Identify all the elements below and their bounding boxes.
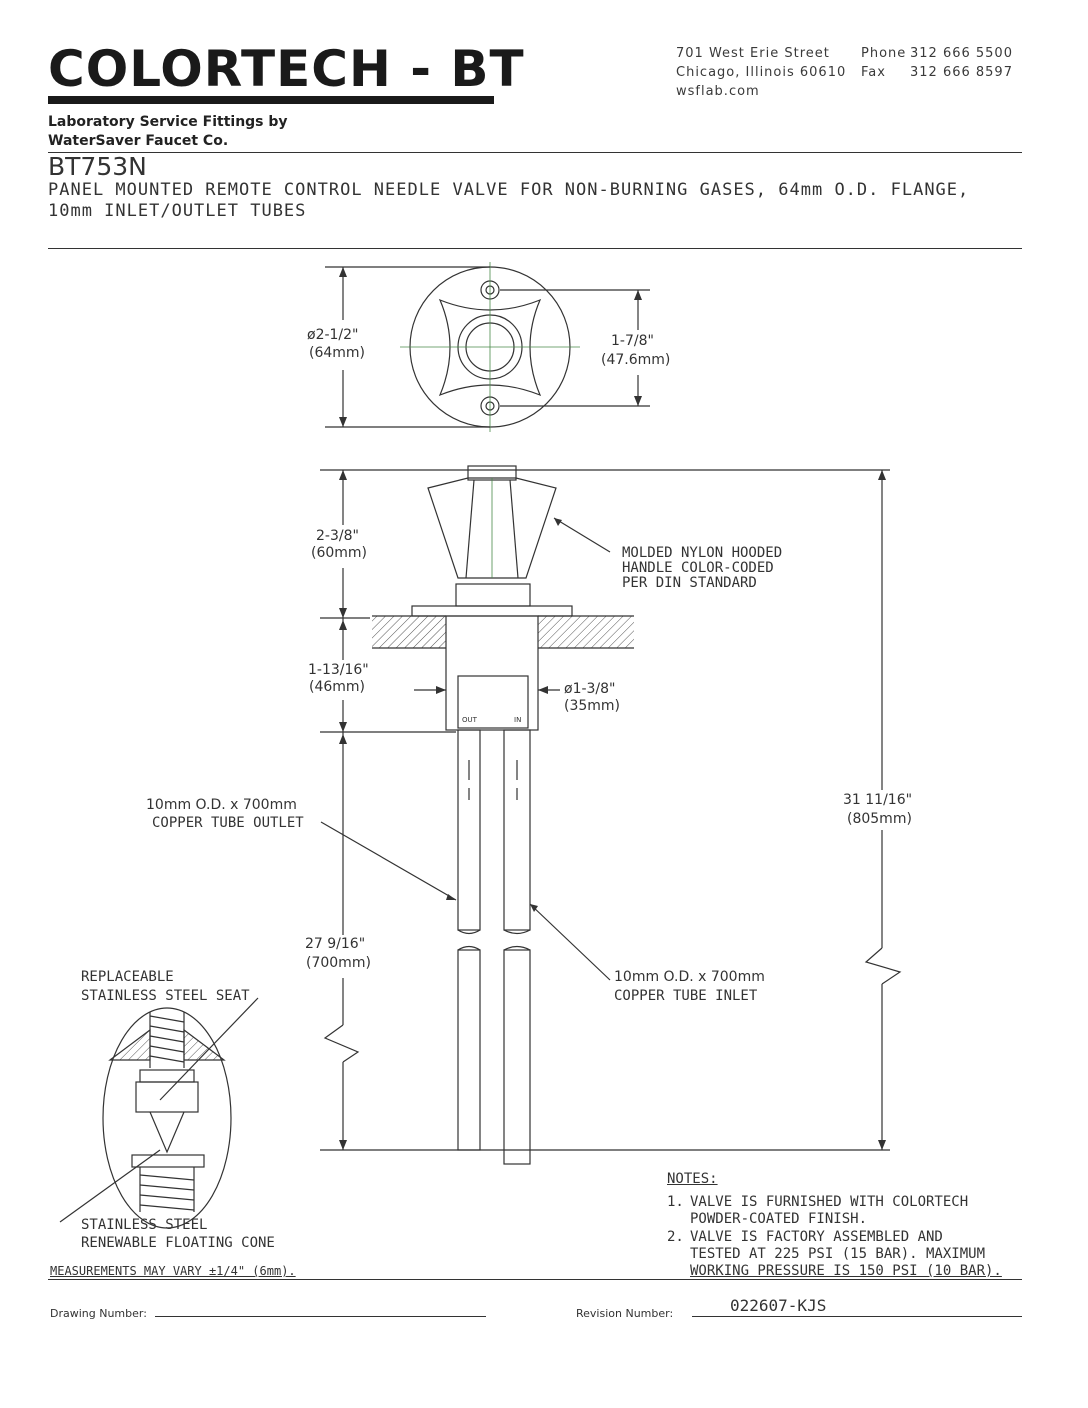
- out-label: OUT: [462, 716, 478, 724]
- header-rule: [48, 152, 1022, 153]
- outlet-callout-1: 10mm O.D. x 700mm: [146, 797, 297, 813]
- inlet-callout-1: 10mm O.D. x 700mm: [614, 969, 765, 985]
- body-dia-in: ø1-3/8": [564, 681, 616, 697]
- phone-number: 312 666 5500: [910, 46, 1013, 61]
- body-dia-mm: (35mm): [564, 698, 621, 714]
- copper-tubes: [457, 729, 531, 1165]
- subtitle-line-2: WaterSaver Faucet Co.: [48, 133, 229, 149]
- revision-number-line: [692, 1316, 1022, 1317]
- address-line-2: Chicago, Illinois 60610: [676, 65, 847, 80]
- bolt-spacing-in: 1-7/8": [611, 333, 654, 349]
- address-line-1: 701 West Erie Street: [676, 46, 830, 61]
- valve-body: [445, 615, 539, 731]
- drawing-number-line: [155, 1316, 486, 1317]
- cone-callout-1: STAINLESS STEEL: [81, 1217, 208, 1233]
- flange-dia-mm: (64mm): [309, 345, 366, 361]
- note-1-line-1: VALVE IS FURNISHED WITH COLORTECH: [690, 1194, 969, 1210]
- fax-number: 312 666 8597: [910, 65, 1013, 80]
- note-2-line-2: TESTED AT 225 PSI (15 BAR). MAXIMUM: [690, 1246, 986, 1262]
- note-1-line-2: POWDER-COATED FINISH.: [690, 1211, 868, 1227]
- product-description-line-2: 10mm INLET/OUTLET TUBES: [48, 201, 307, 221]
- bolt-spacing-mm: (47.6mm): [601, 352, 671, 368]
- handle-callout-1: MOLDED NYLON HOODED: [622, 545, 783, 561]
- seat-callout-1: REPLACEABLE: [81, 969, 174, 985]
- body-height-in: 1-13/16": [308, 662, 369, 678]
- phone-label: Phone: [861, 46, 907, 61]
- handle-callout-3: PER DIN STANDARD: [622, 575, 757, 591]
- flange-dia-in: ø2-1/2": [307, 327, 359, 343]
- notes-title: NOTES:: [667, 1171, 718, 1187]
- seat-callout-2: STAINLESS STEEL SEAT: [81, 988, 250, 1004]
- outlet-callout-2: COPPER TUBE OUTLET: [152, 815, 304, 831]
- subtitle-line-1: Laboratory Service Fittings by: [48, 114, 288, 130]
- revision-number-value: 022607-KJS: [730, 1296, 827, 1315]
- handle-side-view: [411, 465, 573, 617]
- tube-length-in: 27 9/16": [305, 936, 366, 952]
- company-logo: COLORTECH - BT: [48, 40, 525, 98]
- handle-height-in: 2-3/8": [316, 528, 359, 544]
- model-number: BT753N: [48, 152, 147, 181]
- overall-length-in: 31 11/16": [843, 792, 913, 808]
- note-1-number: 1.: [667, 1194, 684, 1210]
- seat-detail: [102, 1007, 232, 1229]
- body-height-mm: (46mm): [309, 679, 366, 695]
- cone-callout-2: RENEWABLE FLOATING CONE: [81, 1235, 275, 1251]
- handle-callout-2: HANDLE COLOR-CODED: [622, 560, 774, 576]
- fax-label: Fax: [861, 65, 886, 80]
- note-2-line-3: WORKING PRESSURE IS 150 PSI (10 BAR).: [690, 1263, 1002, 1279]
- in-label: IN: [514, 716, 521, 724]
- inlet-callout-2: COPPER TUBE INLET: [614, 988, 758, 1004]
- description-rule: [48, 248, 1022, 249]
- note-2-number: 2.: [667, 1229, 684, 1245]
- footer-rule: [48, 1279, 1022, 1280]
- tube-length-mm: (700mm): [306, 955, 371, 971]
- drawing-number-label: Drawing Number:: [50, 1307, 147, 1320]
- website: wsflab.com: [676, 84, 760, 99]
- logo-underline: [48, 96, 494, 104]
- product-description-line-1: PANEL MOUNTED REMOTE CONTROL NEEDLE VALV…: [48, 180, 970, 200]
- revision-number-label: Revision Number:: [576, 1307, 674, 1320]
- handle-height-mm: (60mm): [311, 545, 368, 561]
- note-2-line-1: VALVE IS FACTORY ASSEMBLED AND: [690, 1229, 943, 1245]
- measurement-note: MEASUREMENTS MAY VARY ±1/4" (6mm).: [50, 1264, 296, 1278]
- overall-length-mm: (805mm): [847, 811, 912, 827]
